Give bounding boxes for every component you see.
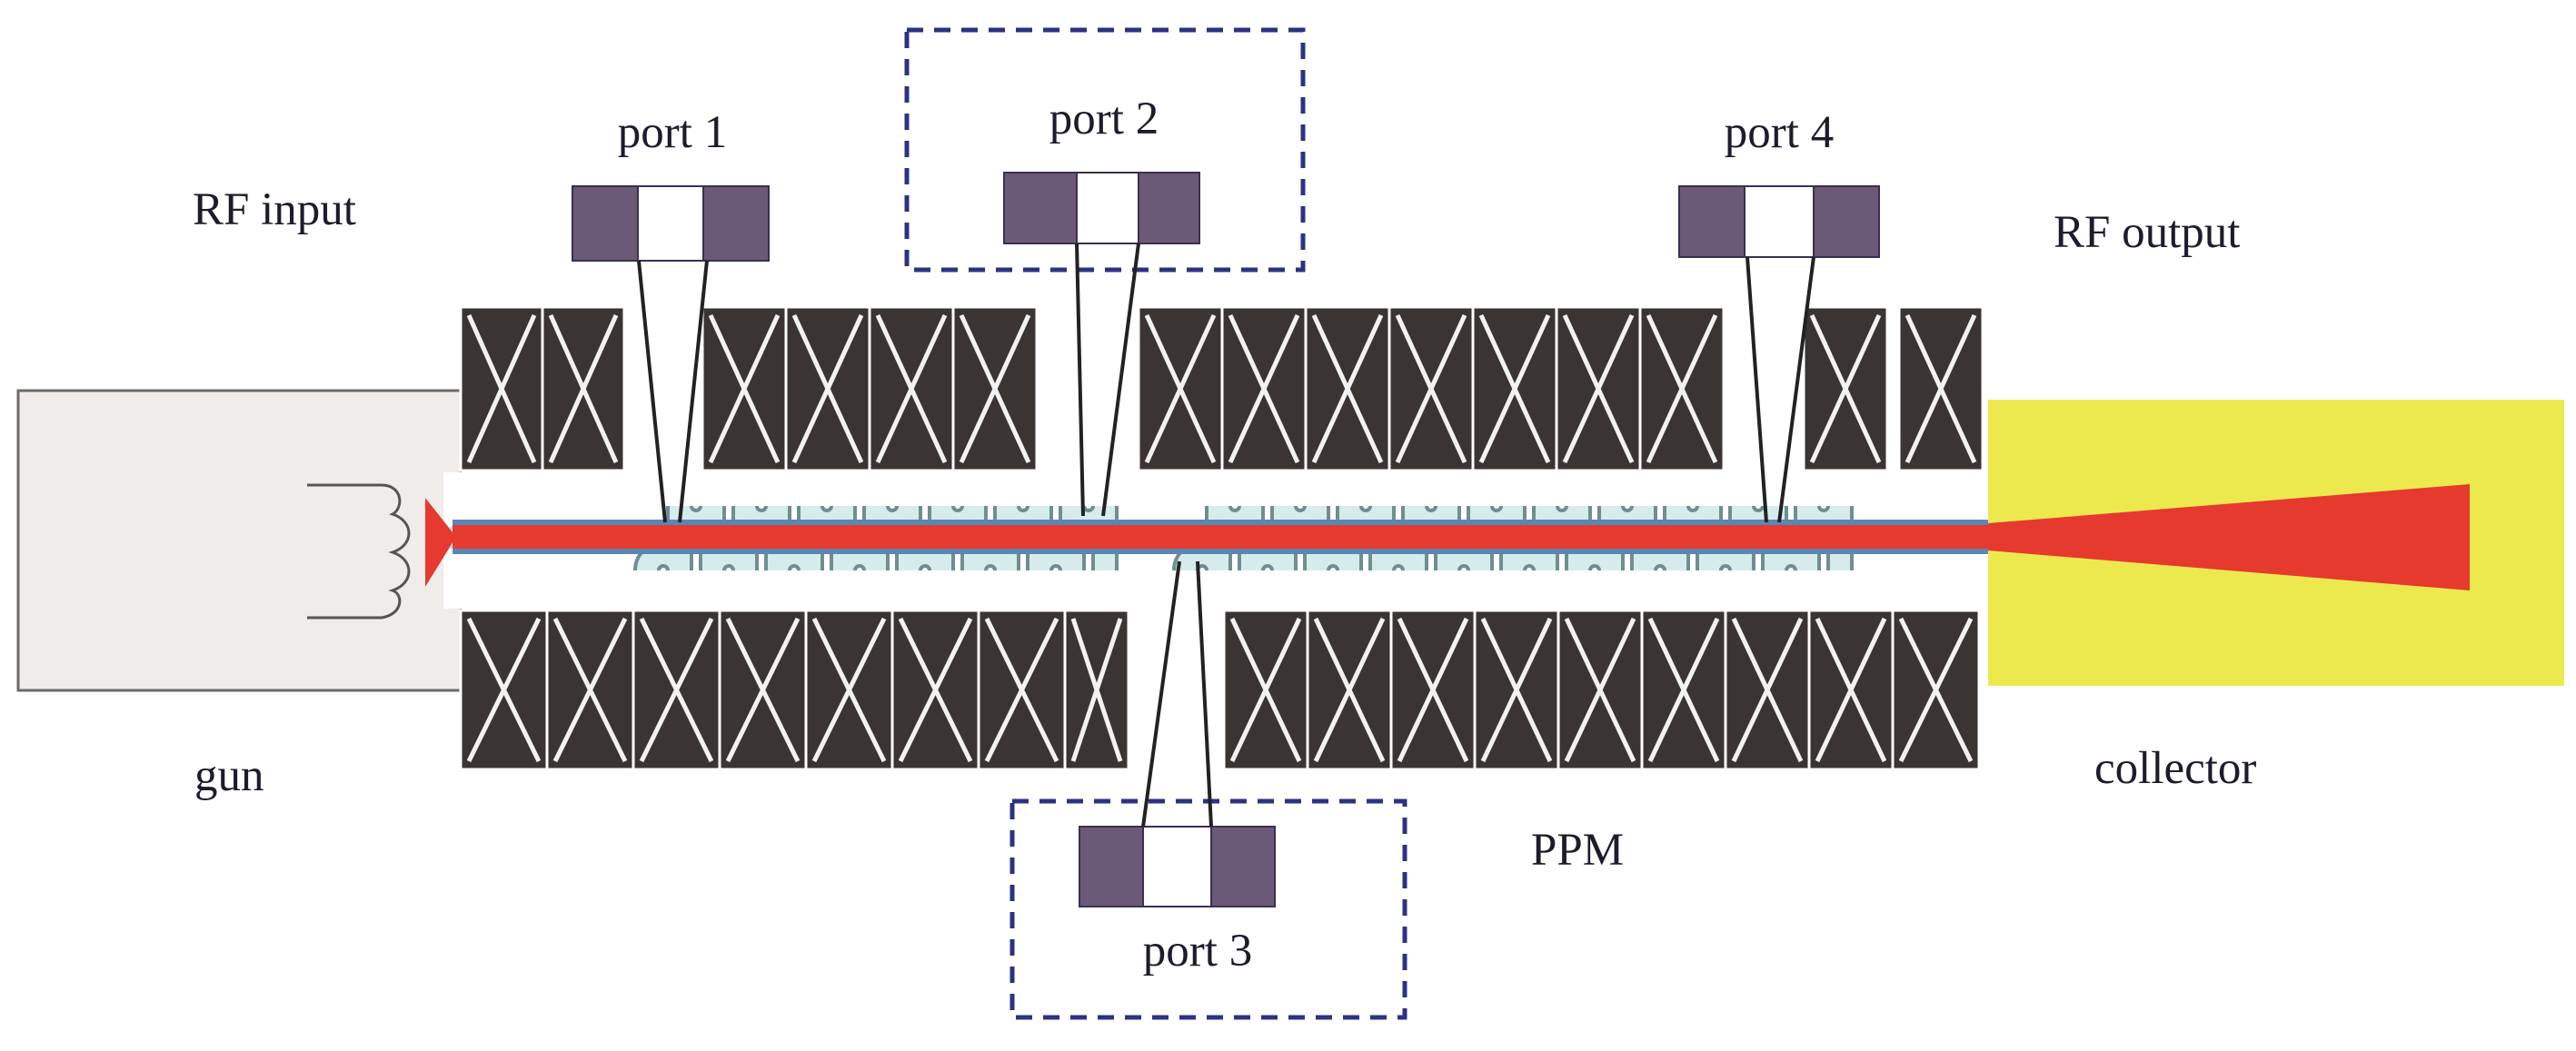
port-3: port 3 <box>1010 560 1407 1020</box>
gun-label: gun <box>194 750 264 801</box>
port-4: port 4 <box>1678 107 1880 523</box>
magnet-bottom-12 <box>1473 609 1560 771</box>
magnet-top-9 <box>1304 305 1391 472</box>
magnet-bottom-10 <box>1306 609 1393 771</box>
magnet-bottom-2 <box>545 609 635 771</box>
magnet-bottom-16 <box>1807 609 1895 771</box>
port-1: port 1 <box>572 107 770 523</box>
magnet-top-13 <box>1638 305 1726 472</box>
magnet-top-8 <box>1220 305 1308 472</box>
ppm-label: PPM <box>1531 825 1624 876</box>
magnet-top-15 <box>1897 305 1984 472</box>
rf-input-label: RF input <box>193 184 356 235</box>
magnet-bottom-11 <box>1389 609 1477 771</box>
port-3-label: port 3 <box>1143 926 1252 977</box>
electron-beam <box>425 484 2470 590</box>
magnet-bottom-3 <box>632 609 721 771</box>
magnet-top-6 <box>951 305 1039 472</box>
collector-label: collector <box>2094 743 2256 794</box>
ppm-magnet-stack <box>459 305 1984 771</box>
magnet-top-12 <box>1555 305 1642 472</box>
magnet-top-3 <box>701 305 788 472</box>
port-1-label: port 1 <box>618 107 727 158</box>
magnet-top-1 <box>459 305 544 472</box>
magnet-bottom-4 <box>718 609 808 771</box>
magnet-bottom-13 <box>1557 609 1644 771</box>
electron-gun <box>16 389 462 692</box>
magnet-bottom-17 <box>1891 609 1981 771</box>
port-4-label: port 4 <box>1725 107 1834 158</box>
magnet-bottom-5 <box>804 609 894 771</box>
magnet-bottom-8 <box>1063 609 1130 771</box>
magnet-top-4 <box>784 305 871 472</box>
magnet-top-14 <box>1802 305 1889 472</box>
magnet-top-5 <box>868 305 955 472</box>
port-2-label: port 2 <box>1049 94 1159 144</box>
magnet-bottom-1 <box>459 609 549 771</box>
magnet-bottom-7 <box>977 609 1067 771</box>
magnet-bottom-15 <box>1724 609 1811 771</box>
magnet-bottom-14 <box>1640 609 1727 771</box>
rf-output-label: RF output <box>2054 207 2240 258</box>
magnet-top-7 <box>1137 305 1224 472</box>
magnet-top-2 <box>541 305 626 472</box>
port-2: port 2 <box>904 27 1306 517</box>
magnet-top-10 <box>1387 305 1475 472</box>
magnet-bottom-6 <box>890 609 980 771</box>
magnet-bottom-9 <box>1222 609 1309 771</box>
magnet-top-11 <box>1471 305 1558 472</box>
